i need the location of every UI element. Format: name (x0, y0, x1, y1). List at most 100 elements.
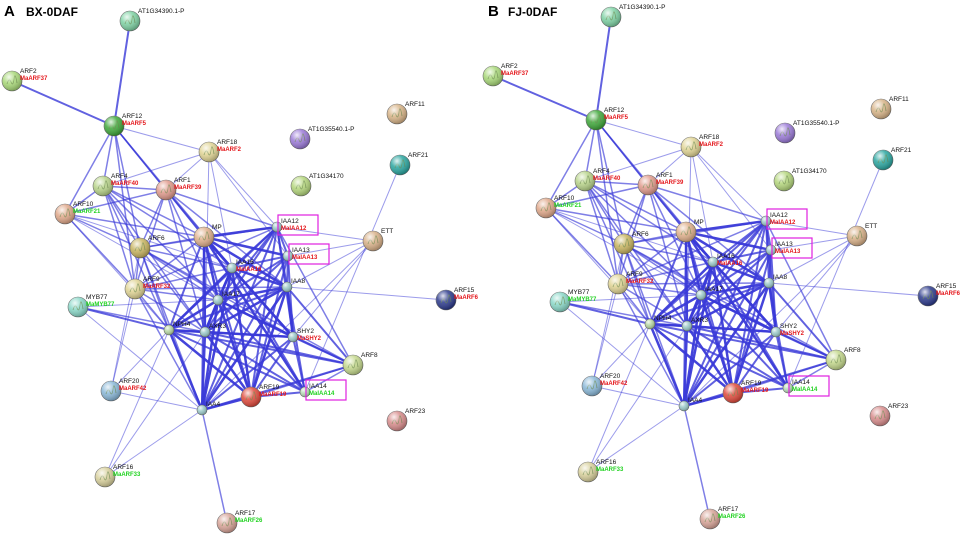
edge-iaa8-iaa4 (200, 285, 289, 412)
edge-shy2-iaa14 (292, 336, 306, 393)
node-axr3[interactable]: AXR3 (681, 317, 708, 332)
node-label: ARF16 (596, 459, 617, 466)
node-at1g35540[interactable]: AT1G35540.1-P (774, 120, 840, 144)
edge-ett-shy2 (775, 235, 858, 333)
node-arf8[interactable]: ARF8 (342, 352, 378, 376)
node-label: IAA14 (792, 379, 810, 386)
edge-iaa16-iaa8 (230, 266, 289, 289)
edge-myb77-nph4 (77, 306, 170, 331)
node-arf23[interactable]: ARF23 (869, 403, 909, 427)
node-mp[interactable]: MP (675, 219, 704, 243)
edge-mp-iaa13 (684, 230, 773, 252)
edge-iaa8-ett (286, 240, 374, 288)
node-at1g34170[interactable]: AT1G34170 (290, 173, 344, 197)
node-sublabel: MaIAA14 (792, 387, 818, 393)
node-iaa8[interactable]: IAA8 (763, 274, 787, 289)
node-arf11[interactable]: ARF11 (386, 101, 425, 125)
edge-arf12-arf18 (113, 125, 210, 153)
node-at1g35540[interactable]: AT1G35540.1-P (289, 126, 355, 150)
node-iaa8[interactable]: IAA8 (281, 278, 305, 293)
edge-iaa17-axr3 (203, 298, 220, 334)
node-arf21[interactable]: ARF21 (872, 147, 912, 171)
edge-myb77-iaa17 (77, 299, 219, 308)
node-sublabel: MaARF39 (174, 185, 202, 191)
node-ett[interactable]: ETT (846, 223, 877, 247)
node-nph4[interactable]: NPH4 (163, 321, 191, 336)
node-ett[interactable]: ETT (362, 228, 393, 252)
node-mp[interactable]: MP (193, 224, 222, 248)
node-label: MYB77 (86, 294, 108, 301)
node-nph4[interactable]: NPH4 (644, 315, 672, 330)
node-iaa4[interactable]: IAA4 (196, 401, 220, 416)
node-label: ARF10 (73, 201, 94, 208)
node-arf21[interactable]: ARF21 (389, 152, 429, 176)
node-shine (194, 227, 214, 247)
node-shine (241, 387, 261, 407)
node-at1g34390[interactable]: AT1G34390.1-P (600, 4, 666, 28)
node-iaa17[interactable]: IAA17 (695, 286, 723, 301)
node-arf23[interactable]: ARF23 (386, 408, 426, 432)
node-iaa17[interactable]: IAA17 (212, 291, 240, 306)
node-shine (766, 245, 776, 255)
node-label: AT1G35540.1-P (308, 126, 355, 133)
node-arf8[interactable]: ARF8 (825, 347, 861, 371)
node-iaa4[interactable]: IAA4 (678, 397, 702, 412)
node-arf6[interactable]: ARF6 (613, 231, 649, 255)
node-shine (582, 376, 602, 396)
node-label: AXR3 (209, 323, 226, 330)
edge-iaa16-arf19 (230, 266, 253, 399)
node-label: IAA4 (688, 397, 702, 404)
node-at1g34390[interactable]: AT1G34390.1-P (119, 8, 185, 32)
node-shine (213, 295, 223, 305)
edge-arf1-arf10 (64, 189, 167, 215)
edge-iaa17-axr3 (685, 293, 703, 328)
node-at1g34170[interactable]: AT1G34170 (773, 168, 827, 192)
node-axr3[interactable]: AXR3 (199, 323, 226, 338)
edge-iaa8-arf8 (286, 286, 354, 366)
node-label: ARF12 (604, 107, 625, 114)
node-arf11[interactable]: ARF11 (870, 96, 909, 120)
edge-iaa16-nph4 (648, 260, 715, 326)
node-arf6[interactable]: ARF6 (129, 235, 165, 259)
node-label: ARF21 (408, 152, 429, 159)
edge-layer (492, 16, 929, 520)
node-label: IAA13 (292, 247, 310, 254)
node-label: ARF15 (454, 287, 475, 294)
